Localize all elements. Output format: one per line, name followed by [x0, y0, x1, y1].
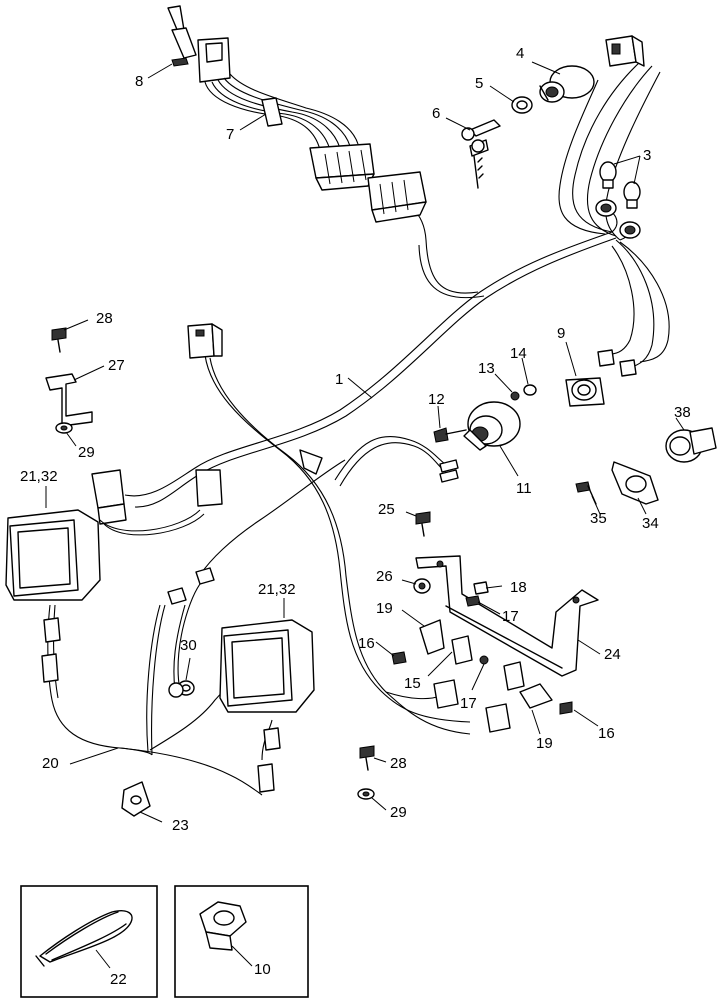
part-27-28-29-upper	[45, 327, 93, 434]
part-15-26-relay-bracket	[391, 511, 599, 733]
label-28b: 28	[390, 755, 407, 772]
part-7-8-switch-harness	[167, 5, 427, 223]
headlight-left	[5, 509, 101, 683]
label-34: 34	[642, 515, 659, 532]
label-13: 13	[478, 360, 495, 377]
label-4: 4	[516, 45, 524, 62]
label-29a: 29	[78, 444, 95, 461]
label-10: 10	[254, 961, 271, 978]
label-28a: 28	[96, 310, 113, 327]
label-2132a: 21,32	[20, 468, 58, 485]
inset-box-22	[20, 885, 158, 998]
label-1: 1	[335, 371, 343, 388]
inset-box-10	[174, 885, 309, 998]
label-19a: 19	[376, 600, 393, 617]
part-9-38-34-35	[565, 349, 717, 505]
part-4-5-6-ignition	[461, 35, 645, 189]
part-3-bulbs	[595, 161, 641, 239]
main-harness-wires	[47, 61, 670, 796]
label-27: 27	[108, 357, 125, 374]
label-15: 15	[404, 675, 421, 692]
label-18: 18	[510, 579, 527, 596]
label-24: 24	[604, 646, 621, 663]
label-14: 14	[510, 345, 527, 362]
label-17b: 17	[460, 695, 477, 712]
connectors-center-left	[91, 323, 323, 536]
label-29b: 29	[390, 804, 407, 821]
label-26: 26	[376, 568, 393, 585]
label-19b: 19	[536, 735, 553, 752]
label-20: 20	[42, 755, 59, 772]
label-8: 8	[135, 73, 143, 90]
label-22: 22	[110, 971, 127, 988]
label-9: 9	[557, 325, 565, 342]
label-11: 11	[516, 480, 532, 497]
label-6: 6	[432, 105, 440, 122]
part-11-14-horn	[433, 384, 537, 483]
leader-lines	[45, 61, 685, 969]
label-3: 3	[643, 147, 651, 164]
label-23: 23	[172, 817, 189, 834]
label-5: 5	[475, 75, 483, 92]
label-16b: 16	[598, 725, 615, 742]
label-16a: 16	[358, 635, 375, 652]
part-28-29-lower	[357, 745, 375, 800]
headlight-right	[219, 619, 315, 793]
callout-labels: 1 3 4 5 6 7 8 9 10 11 12 13 14 15 16 16 …	[20, 45, 691, 988]
label-2132b: 21,32	[258, 581, 296, 598]
label-30: 30	[180, 637, 197, 654]
label-7: 7	[226, 126, 234, 143]
part-23-30-misc	[121, 567, 215, 817]
label-38: 38	[674, 404, 691, 421]
label-12: 12	[428, 391, 445, 408]
label-17a: 17	[502, 608, 519, 625]
label-25: 25	[378, 501, 395, 518]
label-35: 35	[590, 510, 607, 527]
